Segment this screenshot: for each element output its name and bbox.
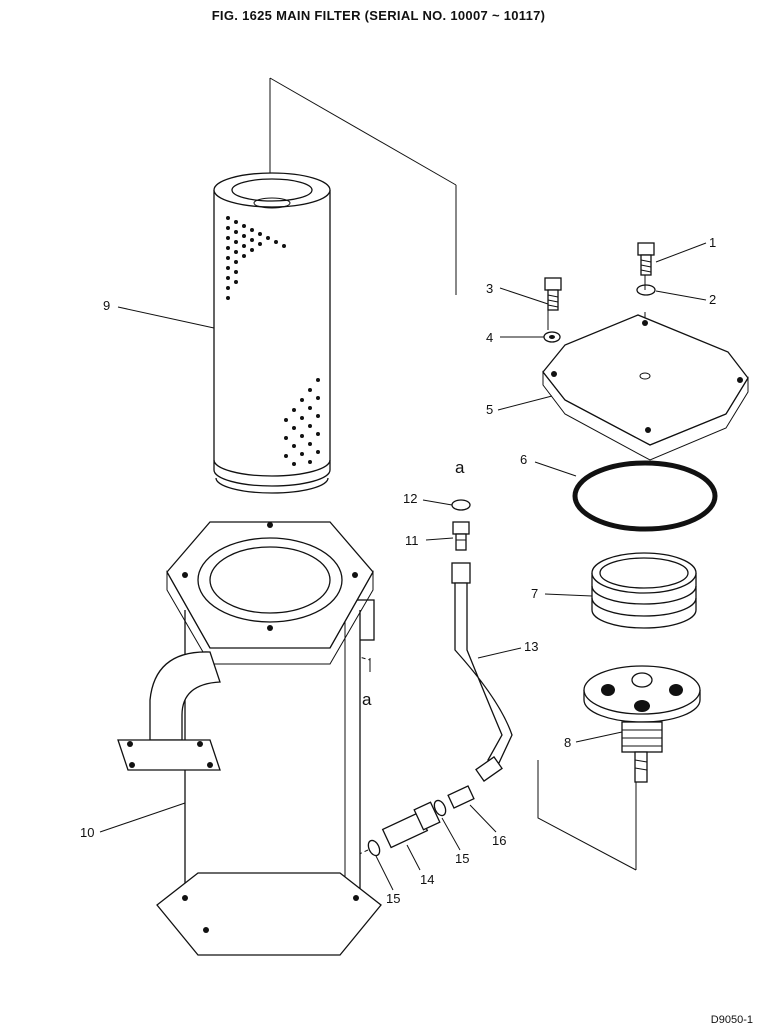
spring-part-7 [591, 552, 697, 629]
callout-9: 9 [103, 298, 110, 313]
filter-element-part-9 [213, 172, 331, 494]
filter-case-part-10 [117, 521, 382, 956]
elbow-part-16 [447, 785, 475, 809]
bolt-part-3 [544, 277, 562, 311]
connection-marker-lower: a [362, 690, 372, 709]
cover-part-5 [542, 314, 749, 461]
valve-part-8 [583, 665, 701, 783]
callout-labels: 1 2 3 4 5 6 7 8 9 10 11 12 13 14 15 15 1… [80, 235, 716, 906]
leader-lines [99, 242, 707, 891]
callout-1: 1 [709, 235, 716, 250]
o-ring-part-15-lower [367, 839, 381, 857]
fitting-part-11 [452, 521, 470, 551]
callout-16: 16 [492, 833, 506, 848]
callout-15-upper: 15 [455, 851, 469, 866]
washer-part-4 [543, 331, 561, 343]
callout-7: 7 [531, 586, 538, 601]
callout-3: 3 [486, 281, 493, 296]
callout-8: 8 [564, 735, 571, 750]
callout-12: 12 [403, 491, 417, 506]
callout-11: 11 [405, 533, 419, 548]
figure-title: FIG. 1625 MAIN FILTER (SERIAL NO. 10007 … [211, 8, 546, 23]
o-ring-part-6 [572, 460, 718, 532]
callout-5: 5 [486, 402, 493, 417]
callout-13: 13 [524, 639, 538, 654]
callout-2: 2 [709, 292, 716, 307]
o-ring-part-12 [451, 499, 471, 511]
hose-part-13 [451, 562, 513, 782]
callout-6: 6 [520, 452, 527, 467]
washer-part-2 [636, 284, 656, 296]
connection-marker-upper: a [455, 458, 465, 477]
page-code: D9050-1 [710, 1014, 753, 1026]
filter-perforations [226, 216, 320, 466]
adapter-part-14 [381, 801, 441, 849]
callout-10: 10 [80, 825, 94, 840]
callout-4: 4 [486, 330, 493, 345]
bolt-part-1 [637, 242, 655, 276]
o-ring-part-15-upper [433, 799, 447, 817]
callout-15-lower: 15 [386, 891, 400, 906]
callout-14: 14 [420, 872, 434, 887]
